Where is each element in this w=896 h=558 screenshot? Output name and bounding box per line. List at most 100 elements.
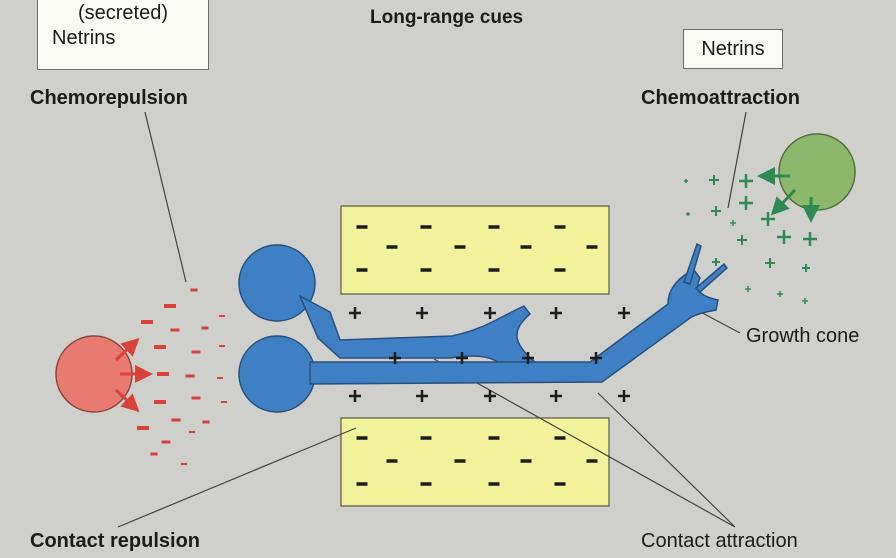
chemorepulsion-label: Chemorepulsion xyxy=(30,87,188,109)
substrate-minus-sign xyxy=(454,459,466,463)
substrate-charge-signs xyxy=(349,225,630,486)
attractant-plus-sign xyxy=(802,264,810,272)
substrate-plus-sign xyxy=(349,390,361,402)
attractant-plus-sign xyxy=(802,298,808,304)
repellent-minus-sign xyxy=(217,377,223,379)
repellent-minus-sign xyxy=(141,320,153,324)
substrate-minus-sign xyxy=(488,225,500,229)
substrate-plus-sign xyxy=(522,352,534,364)
substrate-minus-sign xyxy=(586,459,598,463)
attractant-plus-sign xyxy=(712,258,720,266)
chemoattraction-leader xyxy=(727,111,747,209)
attractant-plus-sign xyxy=(739,174,753,188)
substrate-minus-sign xyxy=(420,436,432,440)
substrate-minus-sign xyxy=(356,436,368,440)
substrate-minus-sign xyxy=(520,245,532,249)
growth-cone-label: Growth cone xyxy=(746,325,860,347)
contact-attraction-label: Contact attraction xyxy=(641,530,798,552)
diagram-title: Long-range cues xyxy=(370,7,524,28)
substrate-minus-sign xyxy=(554,436,566,440)
box-left-line-1: (secreted) xyxy=(77,2,169,24)
substrate-minus-sign xyxy=(420,268,432,272)
substrate-minus-sign xyxy=(488,436,500,440)
substrate-minus-sign xyxy=(554,268,566,272)
contact-repulsion-leader xyxy=(117,427,357,528)
secreted-cues-box: (secreted) Netrins xyxy=(37,0,209,70)
repellent-minus-sign xyxy=(219,315,225,317)
repellent-minus-sign xyxy=(170,328,180,332)
attractant-plus-sign xyxy=(730,220,736,226)
repellent-minus-sign xyxy=(181,463,187,465)
attractant-plus-sign xyxy=(803,232,817,246)
repulsion-arrows xyxy=(114,337,153,413)
substrate-plus-sign xyxy=(590,352,602,364)
attractant-plus-sign xyxy=(709,175,719,185)
contact-attraction-leader-1 xyxy=(433,358,736,528)
substrate-minus-sign xyxy=(420,482,432,486)
substrate-plus-sign xyxy=(389,352,401,364)
attractant-plus-sign xyxy=(739,196,753,210)
repellent-minus-sign xyxy=(157,372,169,376)
upper-neuron-soma xyxy=(238,244,316,322)
red-arrow-down xyxy=(114,388,140,413)
netrins-box: Netrins xyxy=(683,29,783,69)
repellent-minus-sign xyxy=(219,345,225,347)
substrate-minus-sign xyxy=(488,268,500,272)
repellent-minus-sign xyxy=(202,420,210,424)
green-arrow-down-left xyxy=(770,188,797,216)
substrate-plus-sign xyxy=(416,390,428,402)
upper-substrate-block xyxy=(340,205,610,295)
attractant-secreting-cell xyxy=(778,133,856,211)
attractant-plus-sign xyxy=(737,235,747,245)
attractant-plus-sign xyxy=(745,286,751,292)
red-arrow-up xyxy=(114,337,140,362)
substrate-plus-sign xyxy=(484,390,496,402)
lower-substrate-block xyxy=(340,417,610,507)
substrate-minus-sign xyxy=(386,245,398,249)
repellent-minus-sign xyxy=(171,418,181,422)
repellent-minus-sign xyxy=(164,304,176,308)
substrate-plus-sign xyxy=(456,352,468,364)
substrate-plus-sign xyxy=(416,307,428,319)
repellent-minus-sign xyxy=(190,288,198,292)
substrate-plus-sign xyxy=(484,307,496,319)
substrate-plus-sign xyxy=(550,307,562,319)
attractant-plus-sign xyxy=(684,179,688,183)
leader-lines xyxy=(117,111,747,528)
attractant-plus-sign xyxy=(765,258,775,268)
contact-attraction-leader-2 xyxy=(597,392,736,528)
repellent-minus-sign xyxy=(161,440,171,444)
contact-repulsion-label: Contact repulsion xyxy=(30,530,201,552)
attractant-plus-sign xyxy=(761,212,775,226)
substrate-plus-sign xyxy=(349,307,361,319)
attractant-plus-sign xyxy=(686,212,690,216)
substrate-minus-sign xyxy=(554,482,566,486)
repellent-minus-sign xyxy=(189,431,195,433)
attractant-plus-sign xyxy=(777,291,783,297)
attractant-plus-sign xyxy=(777,230,791,244)
substrate-minus-sign xyxy=(356,225,368,229)
substrate-minus-sign xyxy=(520,459,532,463)
repellent-minus-sign xyxy=(191,396,201,400)
box-left-line-2: Netrins xyxy=(52,27,116,49)
repellent-minus-sign xyxy=(221,401,227,403)
substrate-minus-sign xyxy=(420,225,432,229)
substrate-minus-sign xyxy=(586,245,598,249)
lower-neuron-soma xyxy=(238,335,316,413)
substrate-plus-sign xyxy=(618,307,630,319)
growth-cone-filopodia xyxy=(683,242,729,294)
repellent-minus-sign xyxy=(185,374,195,378)
substrate-minus-sign xyxy=(356,482,368,486)
repellent-minus-sign xyxy=(154,400,166,404)
attractant-gradient-signs xyxy=(684,174,817,304)
lower-axon xyxy=(309,269,719,385)
repellent-minus-sign xyxy=(191,350,201,354)
repellent-minus-sign xyxy=(137,426,149,430)
repellent-minus-sign xyxy=(150,452,158,456)
upper-axon xyxy=(298,294,549,373)
box-right-label: Netrins xyxy=(701,38,765,60)
substrate-minus-sign xyxy=(356,268,368,272)
substrate-plus-sign xyxy=(618,390,630,402)
attraction-arrows xyxy=(757,167,820,223)
